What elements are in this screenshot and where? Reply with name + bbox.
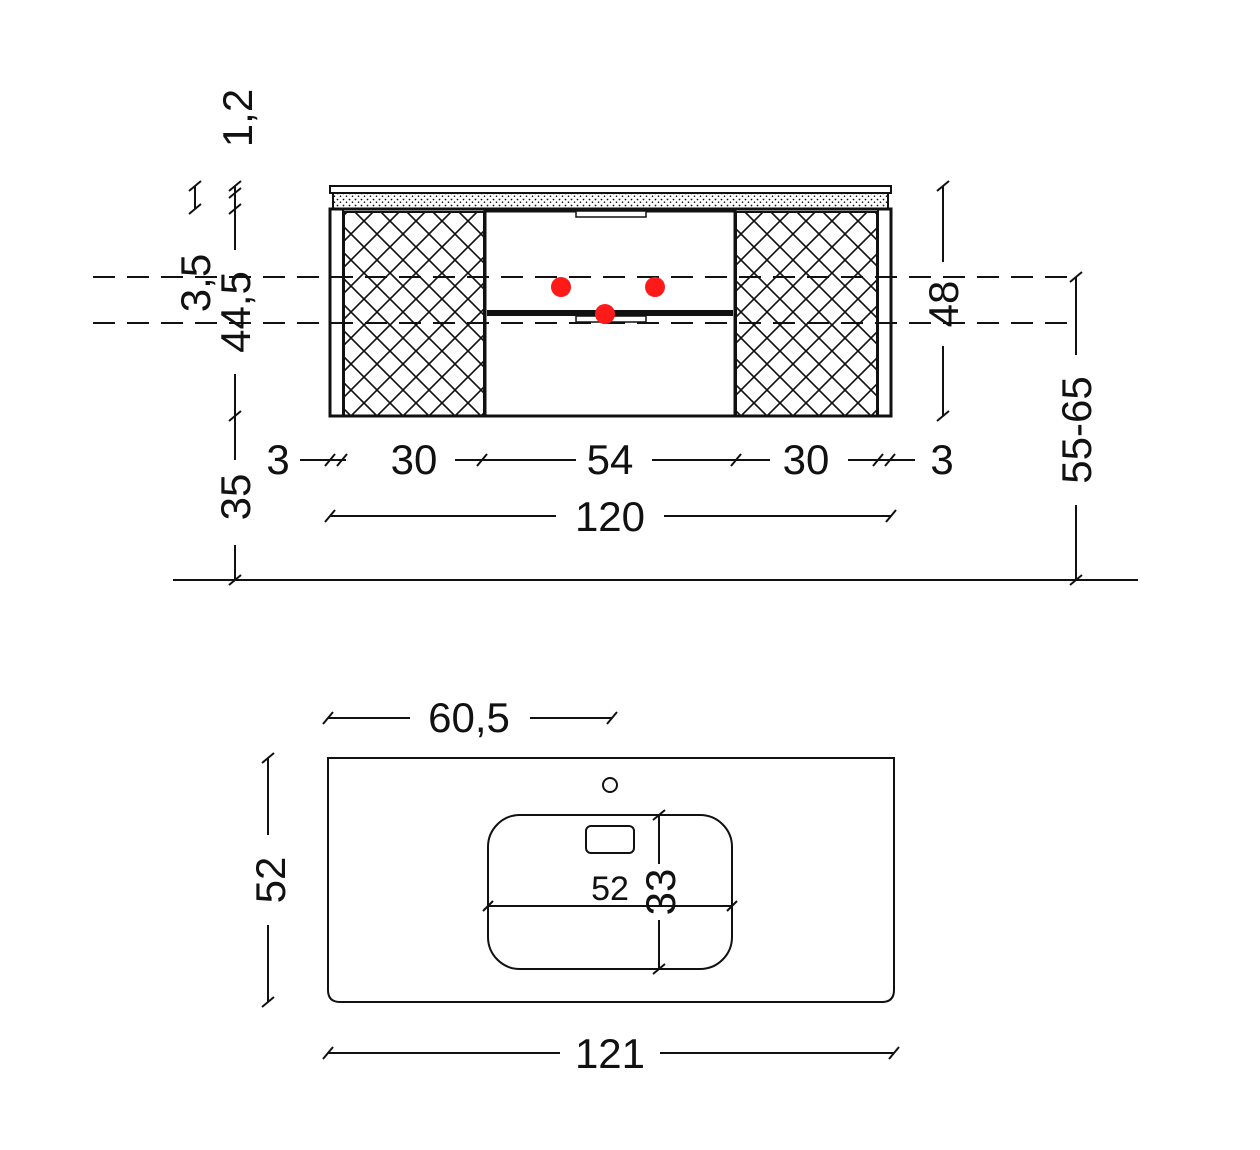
dim-cabinet-height-label: 48: [920, 281, 967, 328]
dim-tap-offset-label: 60,5: [428, 694, 510, 741]
dim-total-width-label: 120: [575, 493, 645, 540]
dim-mounting-height: 55-65: [1053, 271, 1100, 586]
connection-marker: [551, 277, 571, 297]
dim-total-width: 120: [324, 493, 897, 540]
dim-center-drawer: 54: [587, 436, 634, 483]
dim-basin-depth-label: 33: [637, 869, 684, 916]
dim-right-side: 3: [930, 436, 953, 483]
dim-chain-left: [228, 180, 242, 586]
countertop: [329, 185, 892, 210]
basin-drain: [585, 825, 635, 854]
dim-left-side: 3: [266, 436, 289, 483]
dim-cabinet-height: 48: [920, 180, 967, 422]
dim-top-total-width: 121: [322, 1030, 900, 1077]
dim-width-chain: 3 30 54 30 3: [266, 436, 953, 483]
top-drawer-handle: [575, 210, 647, 218]
dim-basin-width-label: 52: [591, 870, 629, 908]
connection-marker: [595, 304, 615, 324]
dim-top-total-width-label: 121: [575, 1030, 645, 1077]
tap-hole: [602, 777, 618, 793]
basin-top-outline: [327, 757, 895, 1003]
basin-bowl: [487, 814, 733, 970]
left-lattice-panel: [343, 211, 485, 417]
dim-depth-label: 52: [247, 857, 294, 904]
dim-depth: 52: [247, 752, 294, 1008]
top-view: 60,5 52 52 33: [247, 694, 900, 1077]
dim-mounting-height-label: 55-65: [1053, 376, 1100, 483]
dim-left-panel: 30: [391, 436, 438, 483]
connection-marker: [645, 277, 665, 297]
dim-right-panel: 30: [783, 436, 830, 483]
right-lattice-panel: [735, 211, 878, 417]
dim-floor-clearance: 35: [212, 474, 259, 521]
dim-gap-top-label: 3,5: [172, 254, 219, 312]
front-view: 3,5 1,2 44,5 35 48: [93, 89, 1138, 586]
dim-basin-width: 52: [482, 870, 738, 912]
dim-tap-offset: 60,5: [322, 694, 618, 741]
dim-cabinet-inner-height: 44,5: [212, 271, 259, 353]
dim-top-thickness: 1,2: [214, 89, 261, 147]
dim-basin-depth: 33: [637, 809, 684, 975]
dim-gap-top: 3,5: [172, 180, 219, 312]
